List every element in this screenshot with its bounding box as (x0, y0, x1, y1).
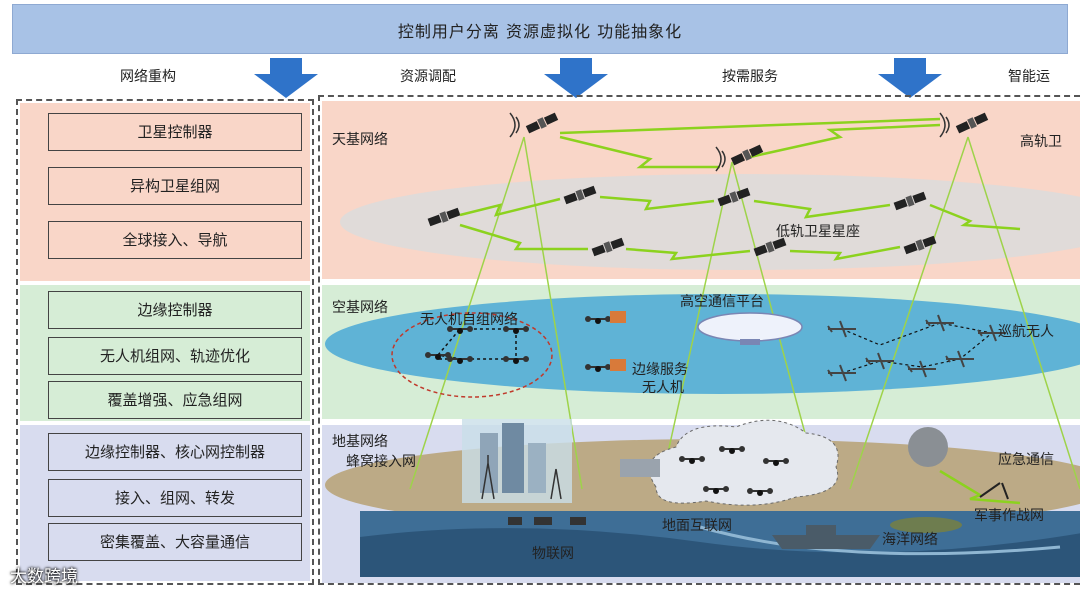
leo-constellation-label: 低轨卫星星座 (776, 221, 860, 241)
step-resource-allocation: 资源调配 (400, 66, 456, 86)
cellular-buildings (462, 419, 572, 503)
down-arrow-1 (254, 58, 318, 98)
down-arrow-3 (878, 58, 942, 98)
patrol-uav-label: 巡航无人 (998, 321, 1054, 341)
emergency-comm-label: 应急通信 (998, 449, 1054, 469)
global-access-navigation-box: 全球接入、导航 (48, 221, 302, 259)
dense-coverage-box: 密集覆盖、大容量通信 (48, 523, 302, 561)
heterogeneous-satellite-networking-box: 异构卫星组网 (48, 167, 302, 205)
uav-networking-box: 无人机组网、轨迹优化 (48, 337, 302, 375)
uav-swarm-label: 无人机自组网络 (420, 309, 518, 329)
down-arrow-2 (544, 58, 608, 98)
edge-uav-label-line1: 边缘服务 (632, 359, 688, 379)
satellite-controller-box: 卫星控制器 (48, 113, 302, 151)
geo-satellite-label: 高轨卫 (1020, 131, 1062, 151)
controller-column: 卫星控制器 异构卫星组网 全球接入、导航 边缘控制器 无人机组网、轨迹优化 覆盖… (16, 99, 314, 585)
top-banner: 控制用户分离 资源虚拟化 功能抽象化 (12, 4, 1068, 54)
step-on-demand-service: 按需服务 (722, 66, 778, 86)
coverage-emergency-box: 覆盖增强、应急组网 (48, 381, 302, 419)
haps-airship (698, 313, 802, 341)
step-network-reconstruct: 网络重构 (120, 66, 176, 86)
internet-cloud (649, 420, 838, 505)
ground-network-label: 地基网络 (332, 431, 388, 451)
step-intelligent-ops: 智能运 (1008, 66, 1050, 86)
edge-controller-box: 边缘控制器 (48, 291, 302, 329)
cellular-access-label: 蜂窝接入网 (346, 451, 416, 471)
iot-label: 物联网 (532, 543, 574, 563)
military-network-label: 军事作战网 (974, 505, 1044, 525)
emergency-vehicle-photo (908, 427, 948, 467)
haps-label: 高空通信平台 (680, 291, 764, 311)
banner-title: 控制用户分离 资源虚拟化 功能抽象化 (13, 18, 1067, 42)
ground-internet-label: 地面互联网 (662, 515, 732, 535)
space-network-label: 天基网络 (332, 129, 388, 149)
watermark: 大数跨境 (10, 562, 78, 587)
access-forwarding-box: 接入、组网、转发 (48, 479, 302, 517)
ocean-network-label: 海洋网络 (882, 529, 938, 549)
network-illustration (320, 97, 1080, 587)
air-network-label: 空基网络 (332, 297, 388, 317)
edge-uav-label-line2: 无人机 (642, 377, 684, 397)
network-layers-panel: 天基网络 高轨卫 低轨卫星星座 空基网络 无人机自组网络 高空通信平台 边缘服务… (318, 95, 1080, 585)
edge-core-controller-box: 边缘控制器、核心网控制器 (48, 433, 302, 471)
